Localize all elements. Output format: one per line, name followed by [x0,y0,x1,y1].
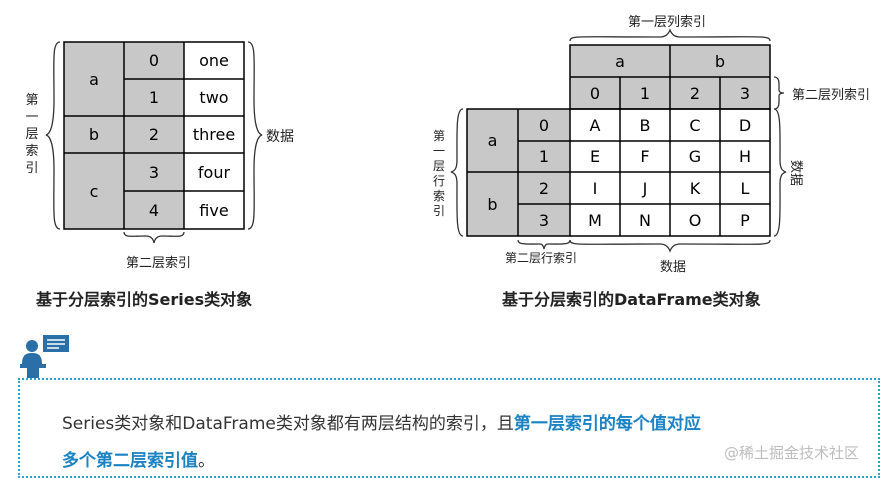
dataframe-row-level1-cell: a [487,131,498,150]
watermark: @稀土掘金技术社区 [724,444,860,462]
dataframe-data-bottom-label: 数据 [660,260,687,275]
dataframe-row-level1-brace [450,108,464,237]
dataframe-caption: 基于分层索引的DataFrame类对象 [502,290,761,309]
series-level1-cell: b [88,125,100,144]
dataframe-row-level2-cell: 3 [538,210,550,230]
series-level2-cell: 2 [148,125,160,144]
dataframe-value-cell: P [740,210,750,230]
series-bottom-brace [123,231,185,244]
series-level2-cell: 3 [148,162,160,182]
dataframe-top-brace [569,28,771,42]
dataframe-col-level2-label: 第二层列索引 [792,88,871,103]
dataframe-col-level2-cell: 0 [589,83,601,103]
series-level2-label: 第二层索引 [126,256,192,271]
dataframe-data-bottom-brace [569,239,771,253]
dataframe-data-right-label: 数据 [788,160,803,187]
dataframe-row-level1-cell: b [487,194,498,214]
dataframe-row-level2-brace [517,239,571,250]
dataframe-data-right-brace [773,108,787,237]
dataframe-col-level1-cell: a [615,51,625,71]
note-text-normal: 。 [198,451,215,471]
series-level1-cell: a [89,69,99,89]
dataframe-value-cell: D [738,115,752,135]
dataframe-value-cell: O [688,210,702,230]
dataframe-value-cell: M [588,210,602,230]
dataframe-row-level1-label: 第一层行索引 [432,129,445,218]
dataframe-value-cell: C [689,115,701,135]
dataframe-value-cell: G [688,147,702,166]
dataframe-row-level2-cell: 2 [538,178,550,198]
series-caption: 基于分层索引的Series类对象 [36,290,253,309]
series-right-brace [247,41,263,230]
note-text-highlight: 多个第二层索引值 [62,451,198,471]
note-line-2: 多个第二层索引值。 [62,446,215,471]
dataframe-col-level1-label: 第一层列索引 [628,15,707,30]
series-level1-label: 第一层索引 [25,93,39,176]
dataframe-col-level2-brace [773,76,785,110]
dataframe-value-cell: J [642,178,648,198]
dataframe-value-cell: F [640,147,650,166]
series-left-brace [45,41,61,230]
series-data-label: 数据 [266,129,294,145]
note-text-normal: Series类对象和DataFrame类对象都有两层结构的索引，且 [62,414,514,434]
dataframe-value-cell: H [738,147,752,166]
dataframe-value-cell: A [589,115,601,135]
dataframe-row-level2-cell: 0 [538,115,550,135]
dataframe-col-level2-cell: 1 [639,83,651,103]
series-level2-cell: 4 [148,200,160,220]
dataframe-row-level2-label: 第二层行索引 [505,251,578,265]
dataframe-value-cell: N [639,210,651,230]
dataframe-value-cell: E [589,147,601,166]
dataframe-value-cell: I [592,178,598,198]
series-value-cell: three [192,125,236,144]
dataframe-value-cell: K [689,178,701,198]
series-level1-cell: c [89,181,99,201]
dataframe-col-level2-cell: 3 [739,83,751,103]
series-value-cell: two [199,88,229,107]
dataframe-value-cell: L [740,178,750,198]
series-level2-cell: 0 [148,51,160,70]
dataframe-col-level1-cell: b [714,51,726,71]
presenter-icon [16,334,72,380]
dataframe-value-cell: B [639,115,651,135]
series-value-cell: five [199,200,229,220]
series-value-cell: four [197,162,231,182]
dataframe-col-level2-cell: 2 [689,83,701,103]
note-line-1: Series类对象和DataFrame类对象都有两层结构的索引，且第一层索引的每… [62,409,701,434]
dataframe-row-level2-cell: 1 [538,147,550,166]
series-value-cell: one [199,51,229,70]
note-text-highlight: 第一层索引的每个值对应 [513,414,701,434]
series-level2-cell: 1 [148,88,160,107]
